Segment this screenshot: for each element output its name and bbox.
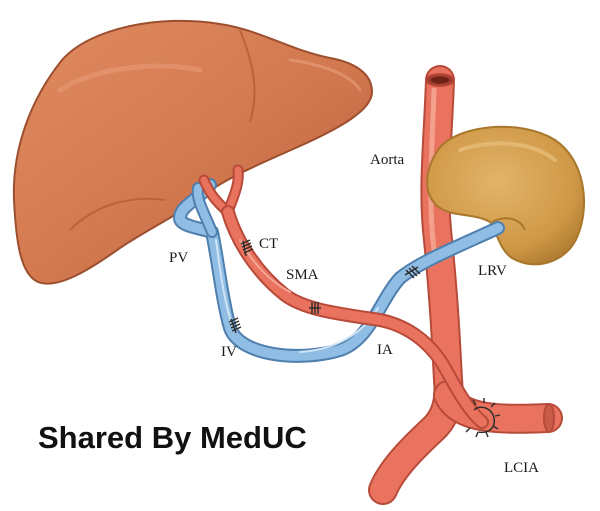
label-ct: CT (259, 236, 278, 252)
watermark-text: Shared By MedUC (38, 420, 307, 455)
liver-organ (12, 19, 374, 285)
label-ia: IA (377, 342, 393, 358)
arterial-graft (198, 164, 489, 429)
label-lcia: LCIA (504, 460, 539, 476)
label-iv: IV (221, 344, 237, 360)
label-aorta: Aorta (370, 152, 404, 168)
label-sma: SMA (286, 267, 319, 283)
kidney-organ (426, 125, 585, 266)
label-pv: PV (169, 250, 188, 266)
anastomosis-sutures (228, 239, 501, 438)
label-lrv: LRV (478, 263, 507, 279)
portal-venous-graft (173, 178, 505, 363)
